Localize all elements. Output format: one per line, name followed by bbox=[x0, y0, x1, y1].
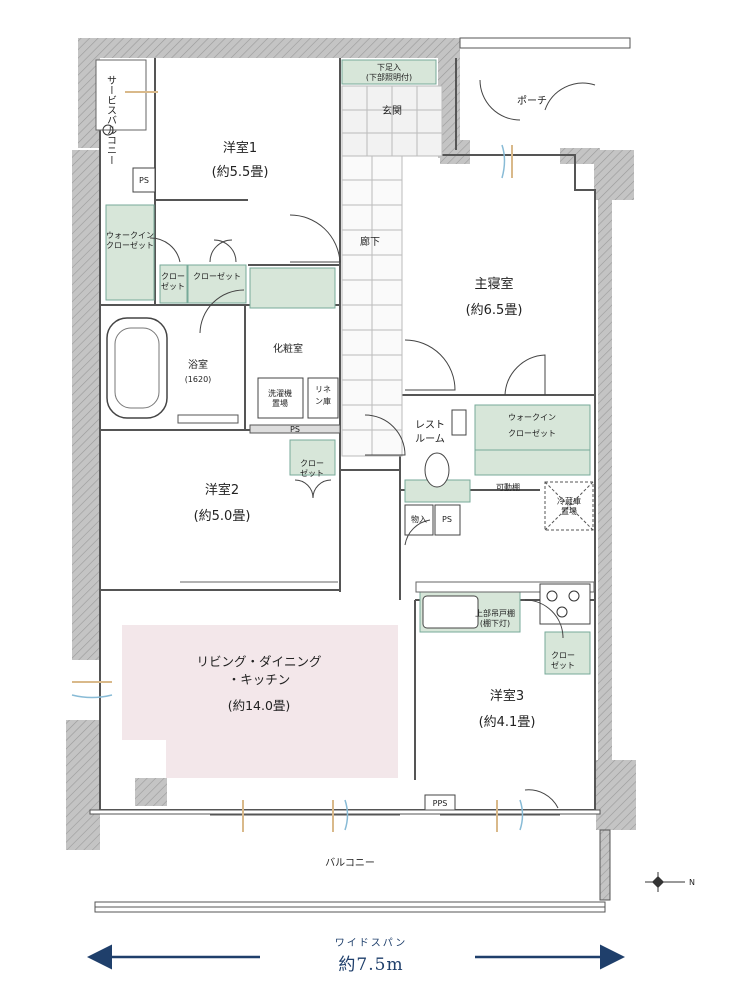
service-balcony: サービスバルコニー bbox=[95, 59, 147, 165]
washer-label-2: 置場 bbox=[272, 398, 288, 408]
room-porch-label: ポーチ bbox=[517, 95, 547, 107]
wic2-label-1: ウォークイン bbox=[508, 413, 556, 422]
closet-w1-label: クローゼット bbox=[193, 271, 241, 281]
linen-closet bbox=[307, 377, 339, 419]
room-western1-size: (約5.5畳) bbox=[212, 165, 269, 180]
room-entrance-label: 玄関 bbox=[382, 104, 402, 117]
room-restroom-line1: レスト bbox=[415, 420, 445, 431]
closet-w3-label-1: クロー bbox=[551, 651, 575, 660]
room-ldk-line2: ・キッチン bbox=[228, 672, 291, 687]
closet-small-label-2: ゼット bbox=[161, 281, 185, 291]
kitchen-counter bbox=[415, 581, 595, 629]
room-washroom-label: 化粧室 bbox=[273, 342, 303, 355]
fridge-label-1: 冷蔵庫 bbox=[557, 496, 581, 506]
wic2-label-2: クローゼット bbox=[508, 428, 556, 438]
ps-label-1: PS bbox=[139, 176, 149, 185]
storage-areas bbox=[105, 59, 591, 675]
linen-label-2: ン庫 bbox=[315, 396, 331, 406]
room-western3-name: 洋室3 bbox=[490, 688, 524, 704]
room-ldk-size: (約14.0畳) bbox=[228, 698, 291, 713]
closet-w2-label-1: クロー bbox=[300, 459, 324, 468]
shoebox-label-1: 下足入 bbox=[377, 63, 401, 72]
compass-label: N bbox=[689, 878, 695, 887]
room-western2-name: 洋室2 bbox=[205, 482, 239, 498]
room-bath-name: 浴室 bbox=[188, 358, 208, 371]
washer-label-1: 洗濯機 bbox=[268, 388, 292, 398]
ps-box-1 bbox=[132, 167, 156, 193]
room-balcony-label: バルコニー bbox=[325, 857, 375, 869]
room-western3-size: (約4.1畳) bbox=[479, 715, 536, 730]
bathtub bbox=[106, 317, 168, 419]
ps-box-2 bbox=[434, 504, 461, 536]
closet-w2-label-2: ゼット bbox=[300, 468, 324, 478]
airflow-arrows bbox=[72, 91, 513, 832]
room-master-name: 主寝室 bbox=[474, 276, 513, 292]
closet-small-label-1: クロー bbox=[161, 272, 185, 281]
pps-label: PPS bbox=[433, 799, 448, 808]
span-value: 約7.5m bbox=[338, 955, 404, 975]
doors bbox=[149, 79, 596, 809]
compass-icon bbox=[645, 872, 685, 892]
cabinet-label-1: 上部吊戸棚 bbox=[475, 608, 515, 618]
room-ldk-line1: リビング・ダイニング bbox=[196, 654, 321, 669]
fridge-space bbox=[544, 481, 594, 531]
room-corridor-label: 廊下 bbox=[360, 235, 380, 248]
closet-w3-label-2: ゼット bbox=[551, 660, 575, 670]
shoebox-label-2: (下部照明付) bbox=[366, 72, 412, 82]
ps-label-2: PS bbox=[290, 425, 300, 434]
room-bath-size: (1620) bbox=[185, 375, 212, 384]
ldk-floor bbox=[122, 625, 398, 778]
cabinet-label-2: (棚下灯) bbox=[480, 618, 510, 628]
toilet bbox=[424, 409, 467, 488]
washer-space bbox=[257, 377, 304, 419]
shelf-label: 可動棚 bbox=[496, 482, 520, 492]
entrance-tiles bbox=[341, 85, 443, 457]
fridge-label-2: 置場 bbox=[561, 506, 577, 516]
service-balcony-label-1: サービスバルコニー bbox=[105, 75, 117, 165]
ps-label-3: PS bbox=[442, 515, 452, 524]
room-western2-size: (約5.0畳) bbox=[194, 509, 251, 524]
wic1-label-2: クローゼット bbox=[106, 240, 154, 250]
storage-label: 物入 bbox=[411, 514, 427, 524]
wic1-label-1: ウォークイン bbox=[106, 231, 154, 240]
room-restroom-line2: ルーム bbox=[415, 433, 445, 445]
room-western1-name: 洋室1 bbox=[223, 140, 257, 156]
linen-label-1: リネ bbox=[315, 385, 331, 394]
windows bbox=[89, 37, 631, 913]
room-master-size: (約6.5畳) bbox=[466, 303, 523, 318]
span-title: ワイドスパン bbox=[334, 938, 408, 949]
